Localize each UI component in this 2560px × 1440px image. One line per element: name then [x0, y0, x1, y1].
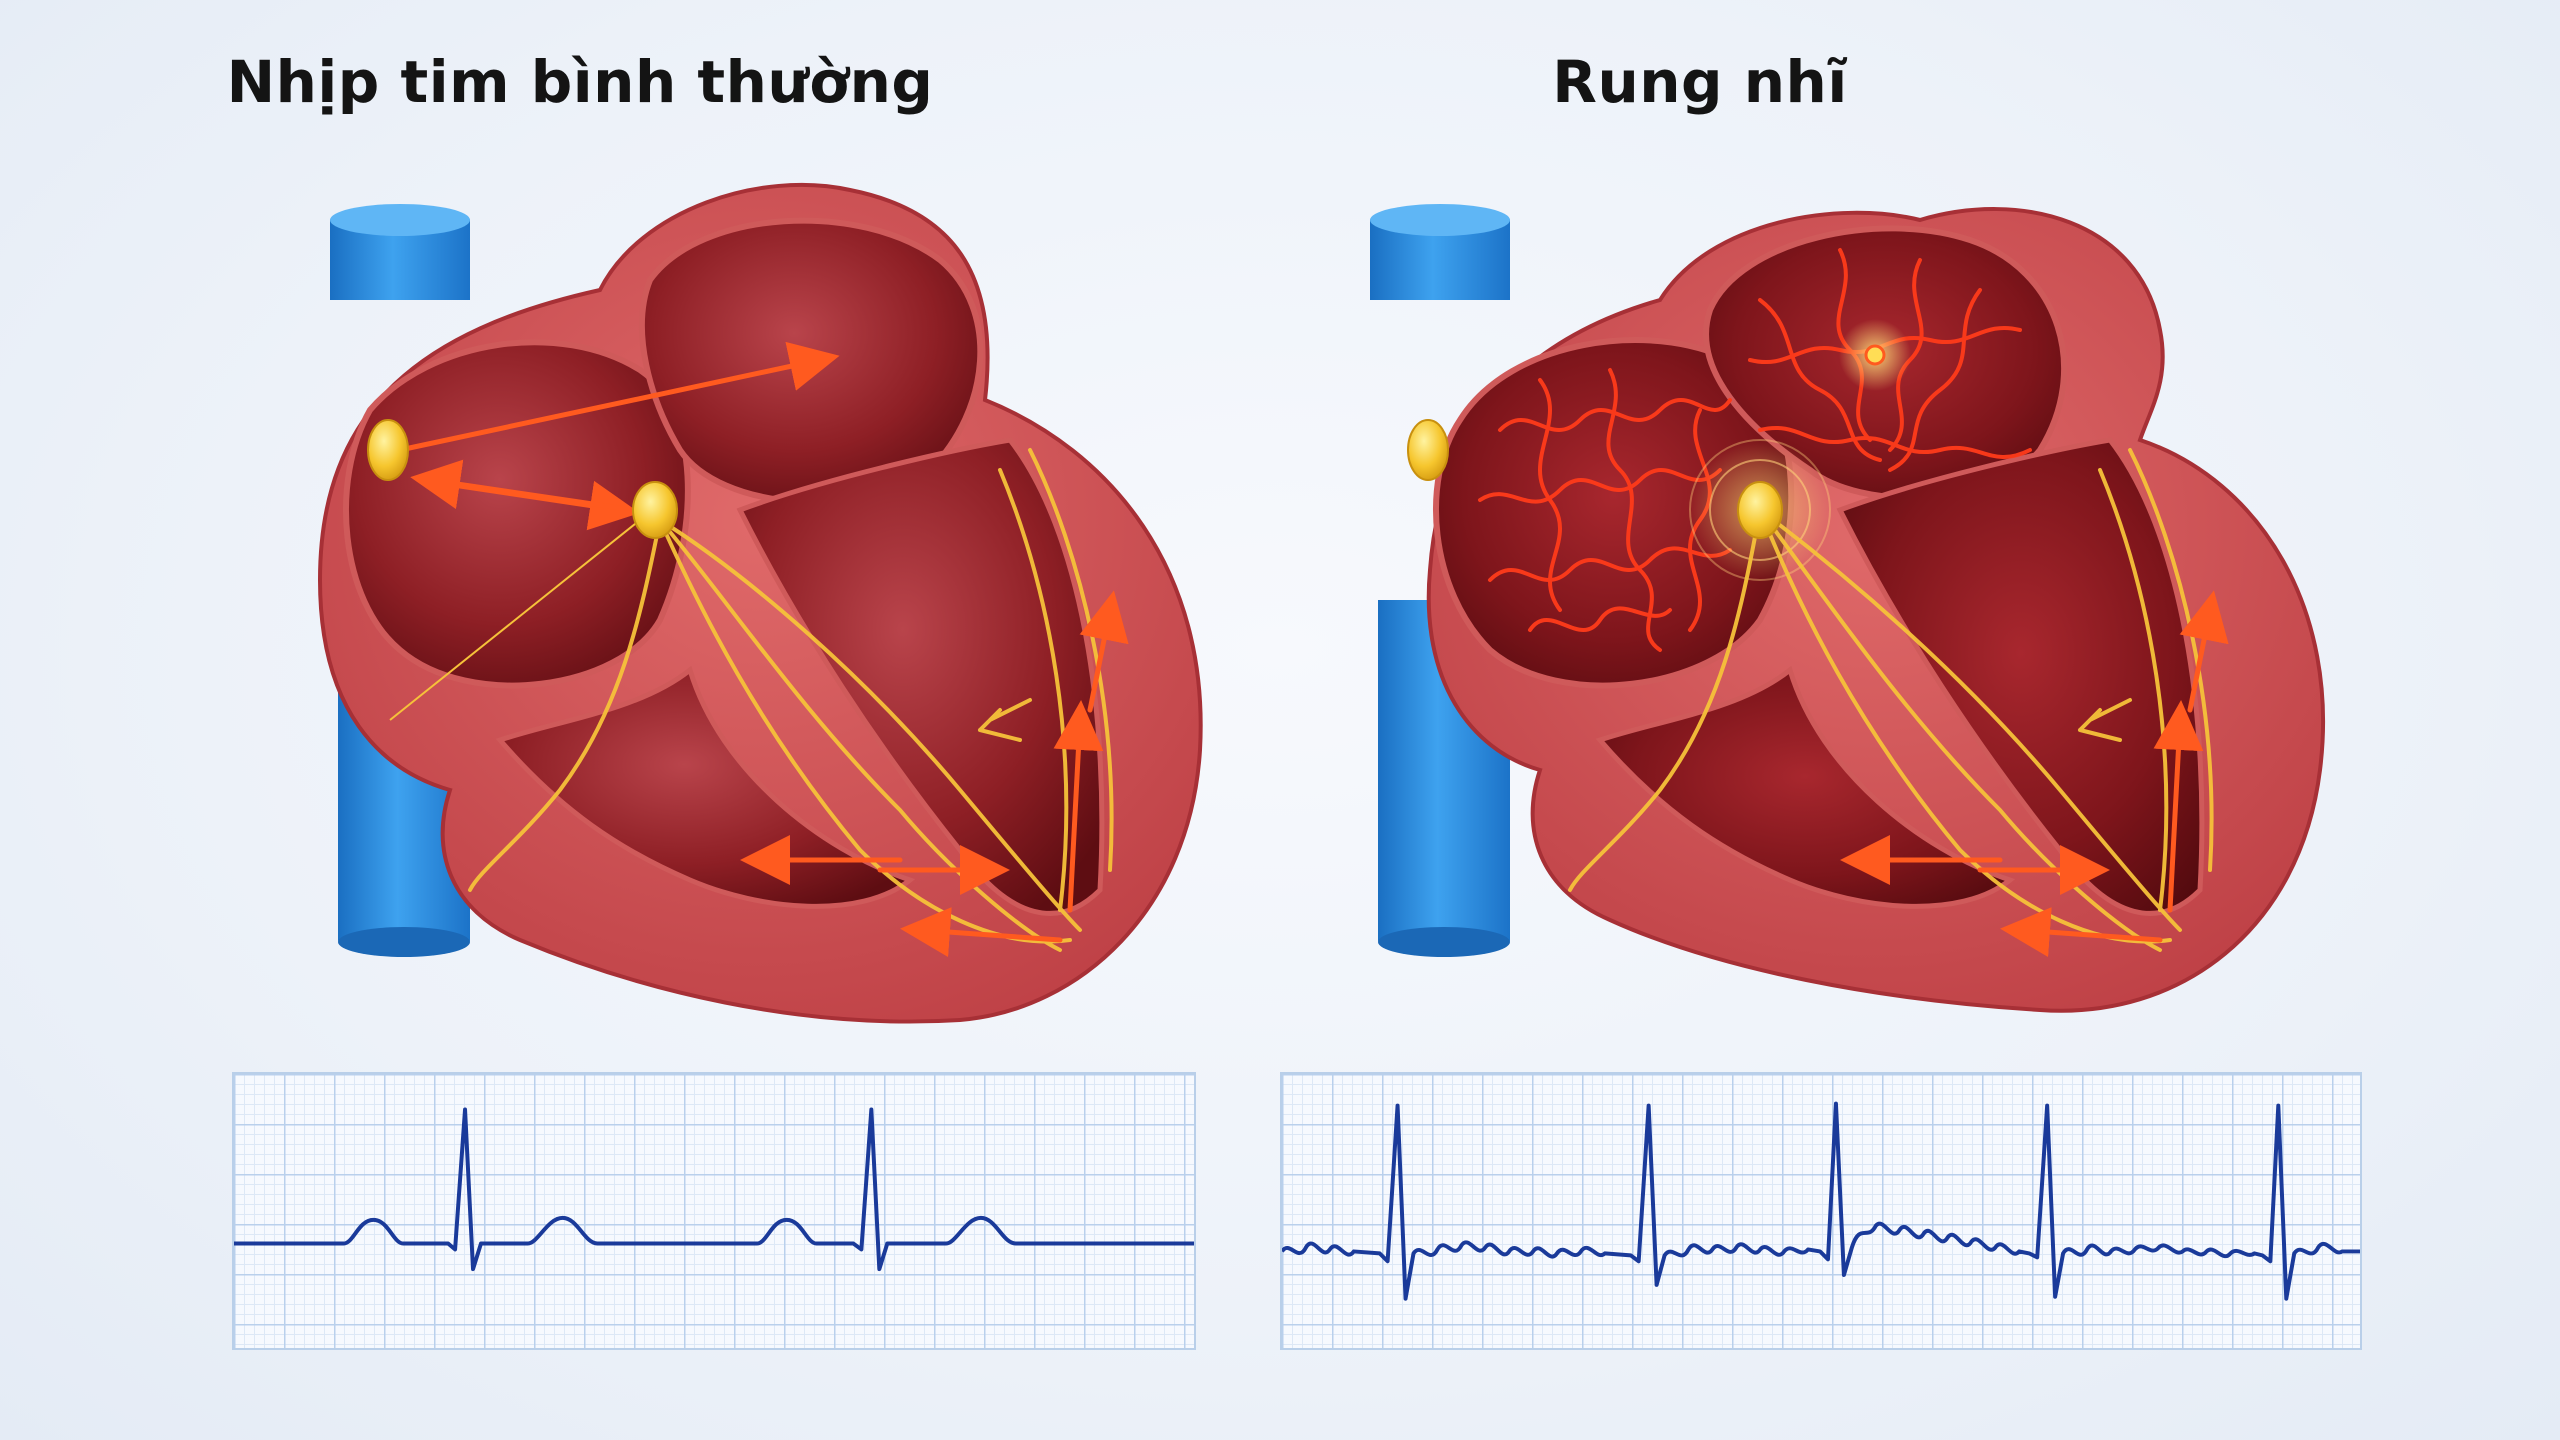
- vena-cava: [330, 212, 470, 300]
- vena-cava: [1370, 212, 1510, 300]
- afib-panel: Rung nhĩ: [1280, 0, 2560, 1440]
- av-node-icon: [632, 481, 678, 539]
- left-ventricle-cavity: [1836, 437, 2205, 916]
- normal-ecg-strip: [232, 1072, 1196, 1350]
- sa-node-lead: [389, 519, 641, 721]
- sa-node-icon: [367, 419, 409, 481]
- afib-heart-diagram: [1370, 204, 2326, 1013]
- right-ventricle-cavity: [1595, 665, 2016, 909]
- vena-cava-top: [1370, 204, 1510, 236]
- sa-node-icon: [1407, 419, 1449, 481]
- right-ventricle-cavity: [495, 665, 916, 909]
- normal-rhythm-title: Nhịp tim bình thường: [226, 48, 934, 116]
- vena-cava-top: [330, 204, 470, 236]
- right-atrium-cavity: [1433, 337, 1795, 689]
- normal-ecg-trace: [234, 1107, 1194, 1272]
- vena-cava-bottom: [338, 927, 470, 957]
- signal-arrows: [397, 341, 1129, 958]
- afib-title: Rung nhĩ: [1552, 48, 1848, 116]
- afib-ecg-strip: [1280, 1072, 2362, 1350]
- av-node-icon: [1737, 481, 1783, 539]
- right-atrium-cavity: [343, 339, 691, 689]
- signal-arrows: [1840, 590, 2229, 958]
- afib-ecg-trace: [1282, 1101, 2360, 1301]
- normal-heart-diagram: [317, 182, 1203, 1024]
- left-ventricle-cavity: [736, 437, 1105, 916]
- vena-cava-bottom: [1378, 927, 1510, 957]
- normal-rhythm-panel: Nhịp tim bình thường: [226, 48, 1203, 1350]
